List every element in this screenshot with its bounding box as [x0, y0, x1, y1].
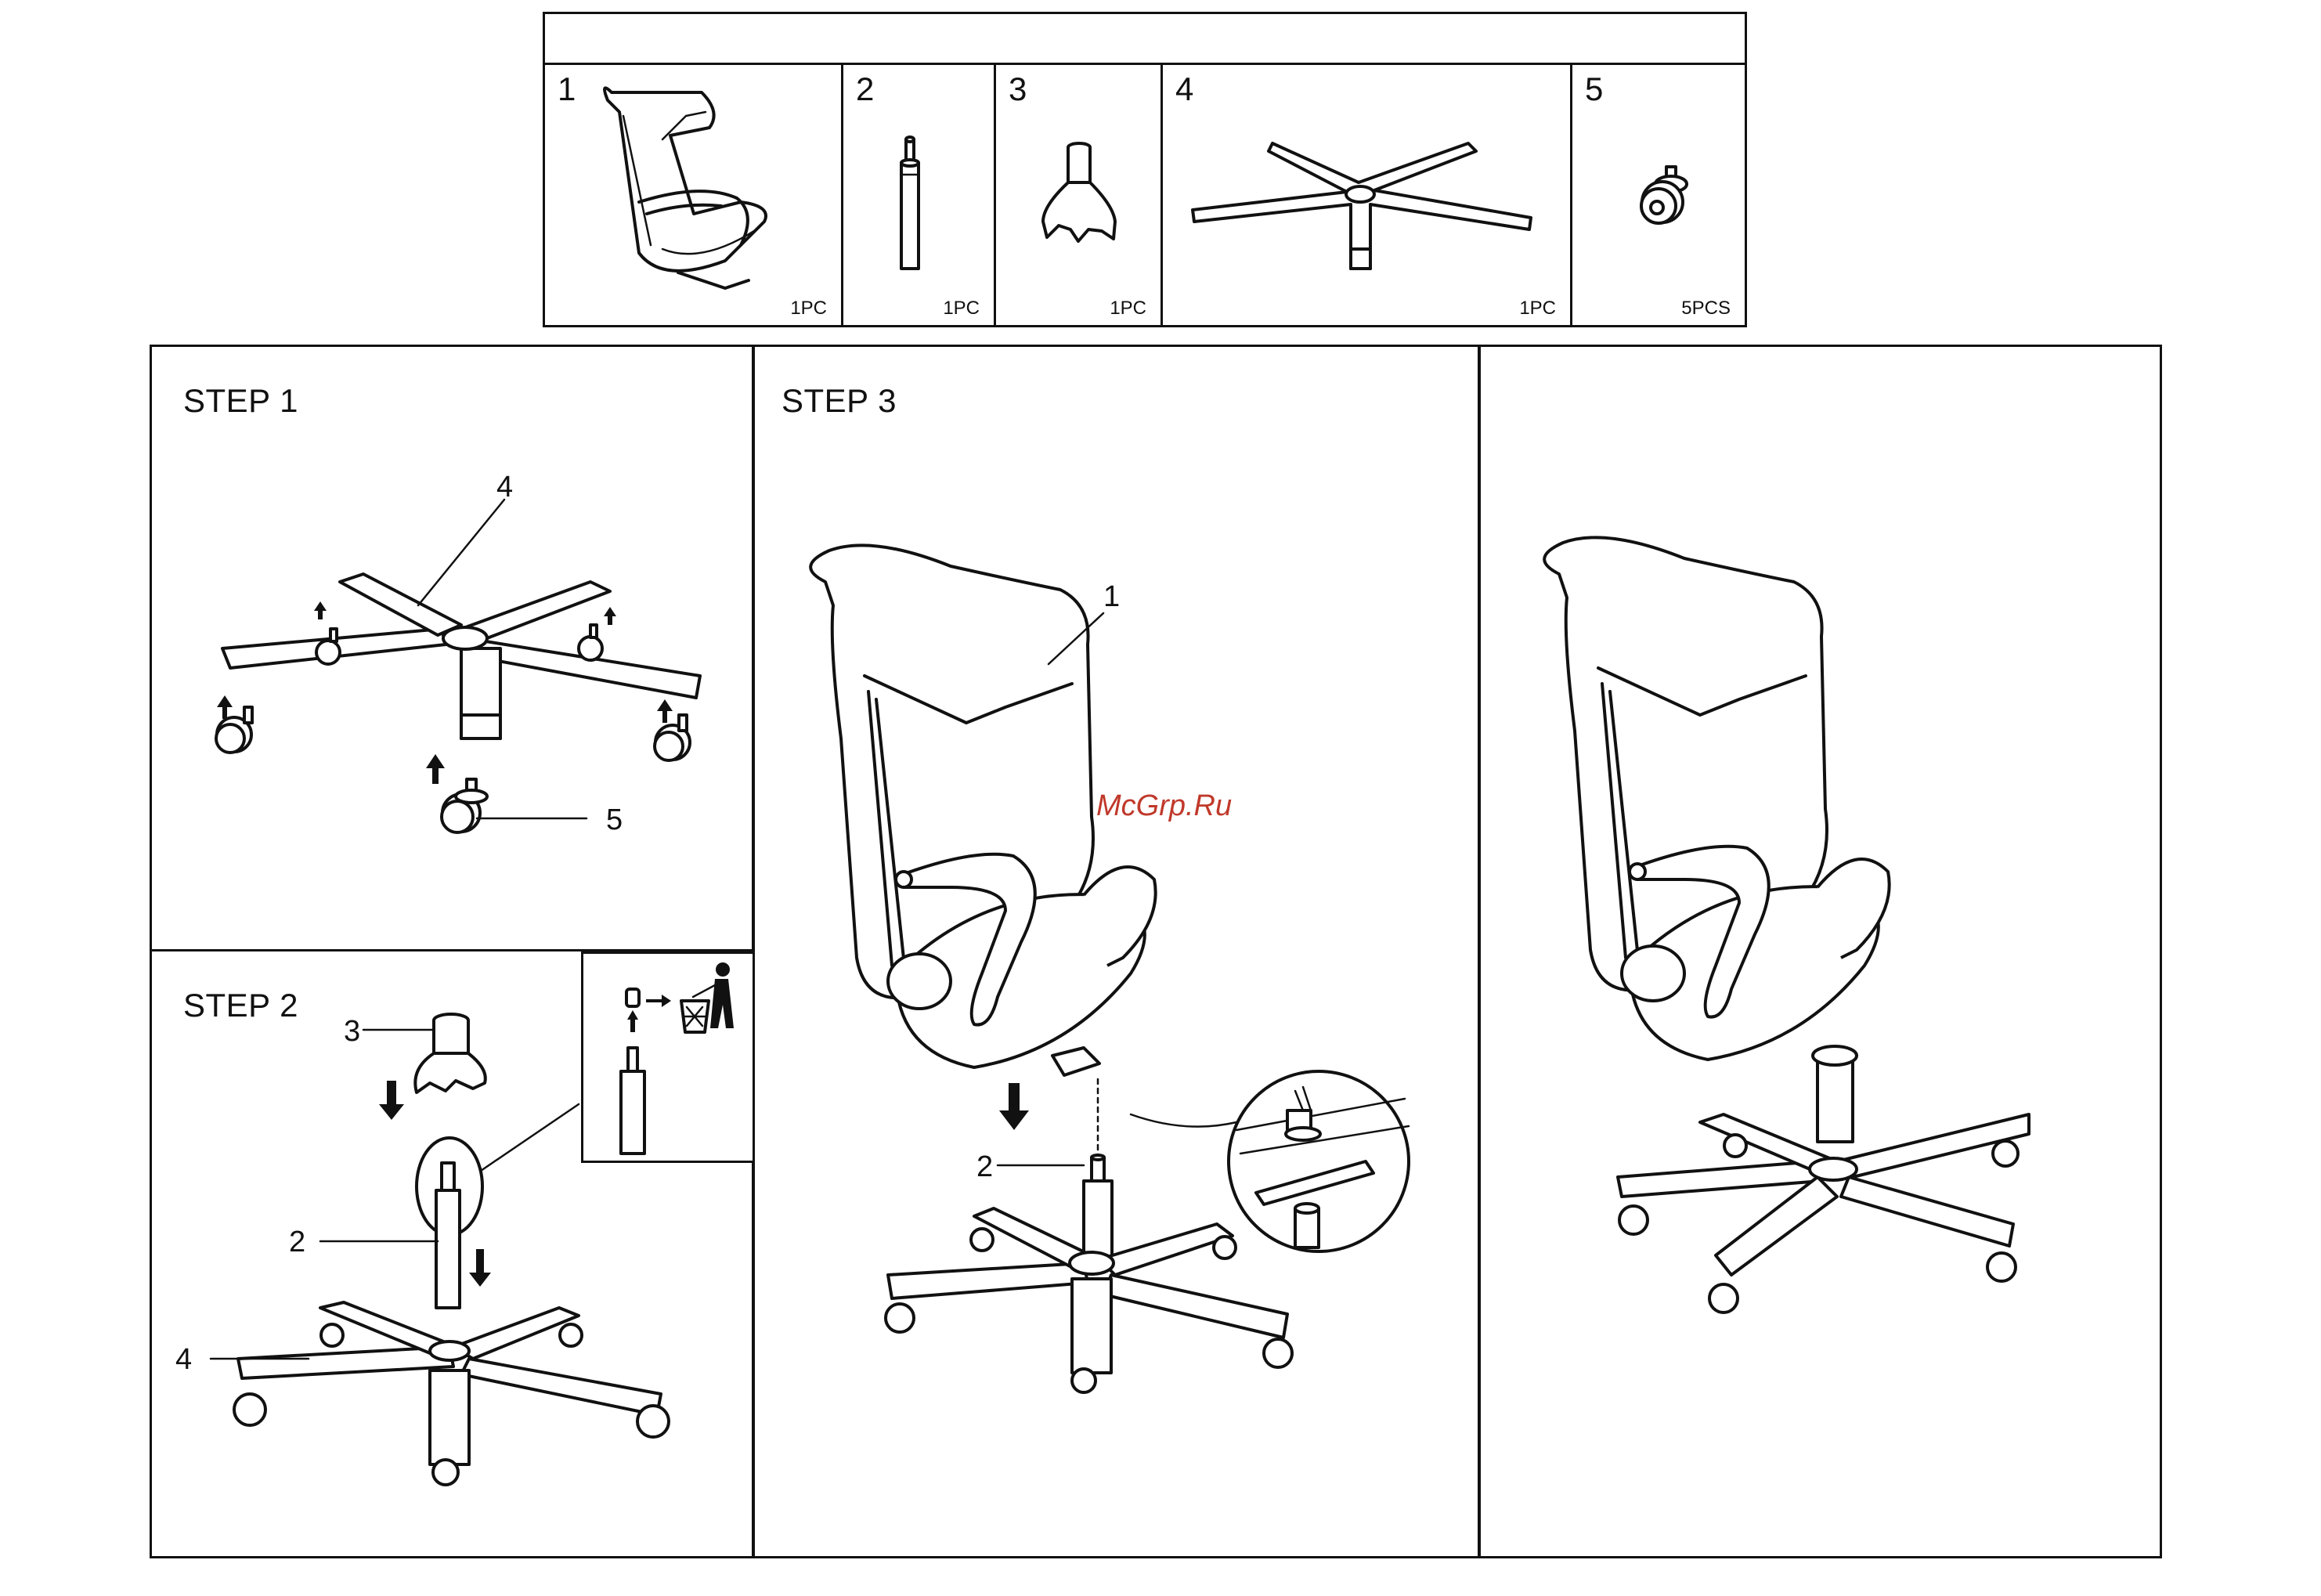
part-qty: 1PC	[1519, 299, 1556, 318]
part-qty: 1PC	[1110, 299, 1146, 318]
part-cell-5: 5 5PCS	[1572, 65, 1745, 327]
callout-cover: 3	[344, 1016, 360, 1046]
step3-diagram	[755, 347, 1482, 1561]
caster-icon	[579, 625, 602, 660]
assembled-chair-icon	[1544, 537, 2029, 1313]
caster-icon	[216, 707, 252, 753]
parts-table-header	[545, 14, 1745, 65]
callout-lift: 2	[289, 1227, 305, 1257]
arrow-up-icon	[604, 607, 616, 625]
arrow-right-icon	[646, 995, 671, 1007]
step1-base-diagram	[152, 347, 756, 954]
callout-base: 4	[496, 472, 513, 502]
step2-inset	[581, 951, 756, 1163]
arrow-up-icon	[627, 1010, 638, 1032]
lift-cover-icon	[996, 65, 1163, 327]
arrow-down-icon	[469, 1249, 491, 1287]
discard-cap-diagram	[583, 954, 759, 1165]
arrow-up-icon	[657, 699, 673, 723]
caster-icon	[316, 629, 340, 664]
chair-seat-back-icon	[545, 65, 843, 327]
arrow-up-icon	[426, 754, 445, 784]
arrow-up-icon	[314, 601, 327, 619]
caster-icon	[442, 779, 487, 832]
caster-icon	[655, 715, 690, 760]
zoom-detail-circle	[1131, 1071, 1409, 1251]
gas-lift-icon	[843, 65, 996, 327]
cap-icon	[626, 989, 639, 1006]
callout-chair: 1	[1103, 582, 1120, 612]
assembled-chair-diagram	[1481, 347, 2164, 1561]
arrow-down-icon	[379, 1081, 404, 1120]
gas-lift-icon	[1084, 1155, 1112, 1259]
part-cell-3: 3 1PC	[996, 65, 1163, 327]
callout-base: 4	[175, 1345, 192, 1374]
part-qty: 1PC	[943, 299, 980, 318]
arrow-up-icon	[217, 695, 233, 719]
step1-panel: STEP 1	[150, 345, 754, 951]
part-qty: 5PCS	[1681, 299, 1731, 318]
step3-panel: STEP 3	[753, 345, 1480, 1558]
callout-lift: 2	[976, 1152, 993, 1182]
star-base-icon	[234, 1302, 669, 1485]
part-cell-1: 1 1PC	[545, 65, 843, 327]
gas-lift-icon	[417, 1138, 482, 1308]
part-qty: 1PC	[790, 299, 827, 318]
caster-icon	[1572, 65, 1745, 327]
arrow-down-icon	[999, 1083, 1029, 1130]
final-panel	[1478, 345, 2162, 1558]
callout-caster: 5	[606, 805, 623, 835]
watermark: McGrp.Ru	[1096, 791, 1232, 821]
parts-table: 1 1PC 2 1PC 3 1PC	[543, 12, 1747, 327]
trash-bin-icon	[681, 1001, 709, 1032]
part-cell-2: 2 1PC	[843, 65, 996, 327]
lift-cover-icon	[415, 1014, 485, 1092]
step2-panel: STEP 2	[150, 949, 754, 1558]
gas-lift-icon	[621, 1048, 644, 1154]
part-cell-4: 4 1PC	[1163, 65, 1572, 327]
star-base-icon	[1163, 65, 1572, 327]
